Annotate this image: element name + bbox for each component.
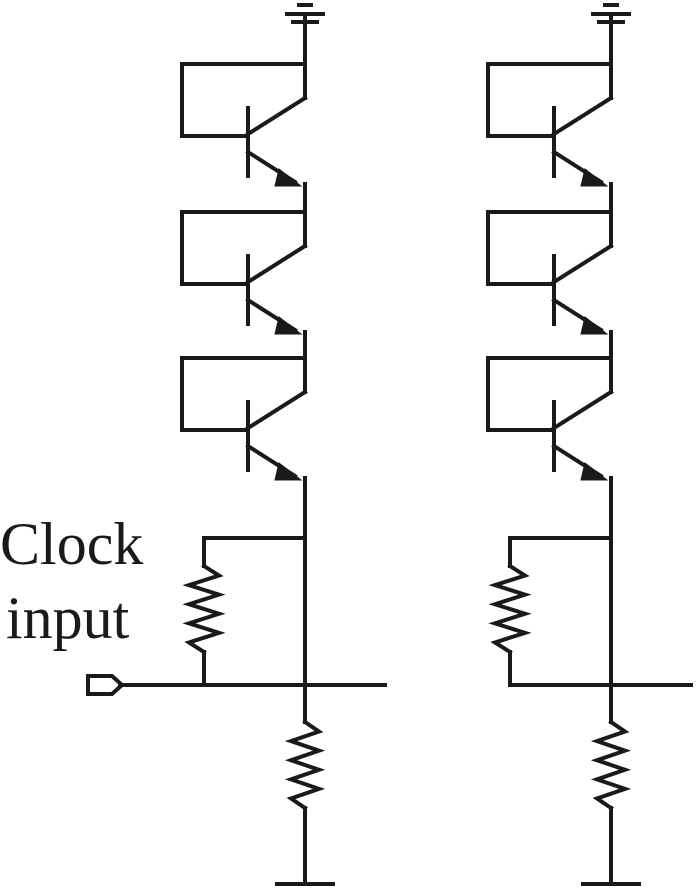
emitter-arrow <box>274 316 303 335</box>
collector-lead <box>245 389 308 431</box>
npn-transistor-3 <box>180 356 308 484</box>
feedback-loop <box>486 210 613 286</box>
npn-transistor-1 <box>180 62 308 214</box>
feedback-loop <box>486 356 613 432</box>
collector-lead <box>551 95 614 137</box>
emitter-arrow <box>274 462 303 481</box>
npn-transistor-2 <box>180 210 308 360</box>
npn-transistor-3 <box>486 356 614 484</box>
bias-resistor-top-wire <box>508 536 613 568</box>
npn-transistor-1 <box>486 62 614 214</box>
clock-input-terminal <box>86 674 125 696</box>
load-resistor <box>590 719 632 811</box>
feedback-loop <box>180 210 307 286</box>
emitter-arrow <box>580 462 609 481</box>
bias-resistor <box>488 563 532 655</box>
load-resistor <box>284 719 326 811</box>
collector-lead <box>245 243 308 285</box>
feedback-loop <box>180 62 307 138</box>
emitter-arrow <box>274 168 303 187</box>
right-stack <box>486 3 693 886</box>
clock-input-label-line1: Clock <box>0 511 144 577</box>
emitter-arrow <box>580 168 609 187</box>
collector-lead <box>551 389 614 431</box>
left-stack <box>86 3 387 886</box>
clock-input-label-line2: input <box>6 585 130 651</box>
emitter-arrow <box>580 316 609 335</box>
bias-resistor <box>182 563 226 655</box>
collector-lead <box>245 95 308 137</box>
bias-resistor-top-wire <box>202 536 307 568</box>
npn-transistor-2 <box>486 210 614 360</box>
collector-lead <box>551 243 614 285</box>
feedback-loop <box>180 356 307 432</box>
feedback-loop <box>486 62 613 138</box>
